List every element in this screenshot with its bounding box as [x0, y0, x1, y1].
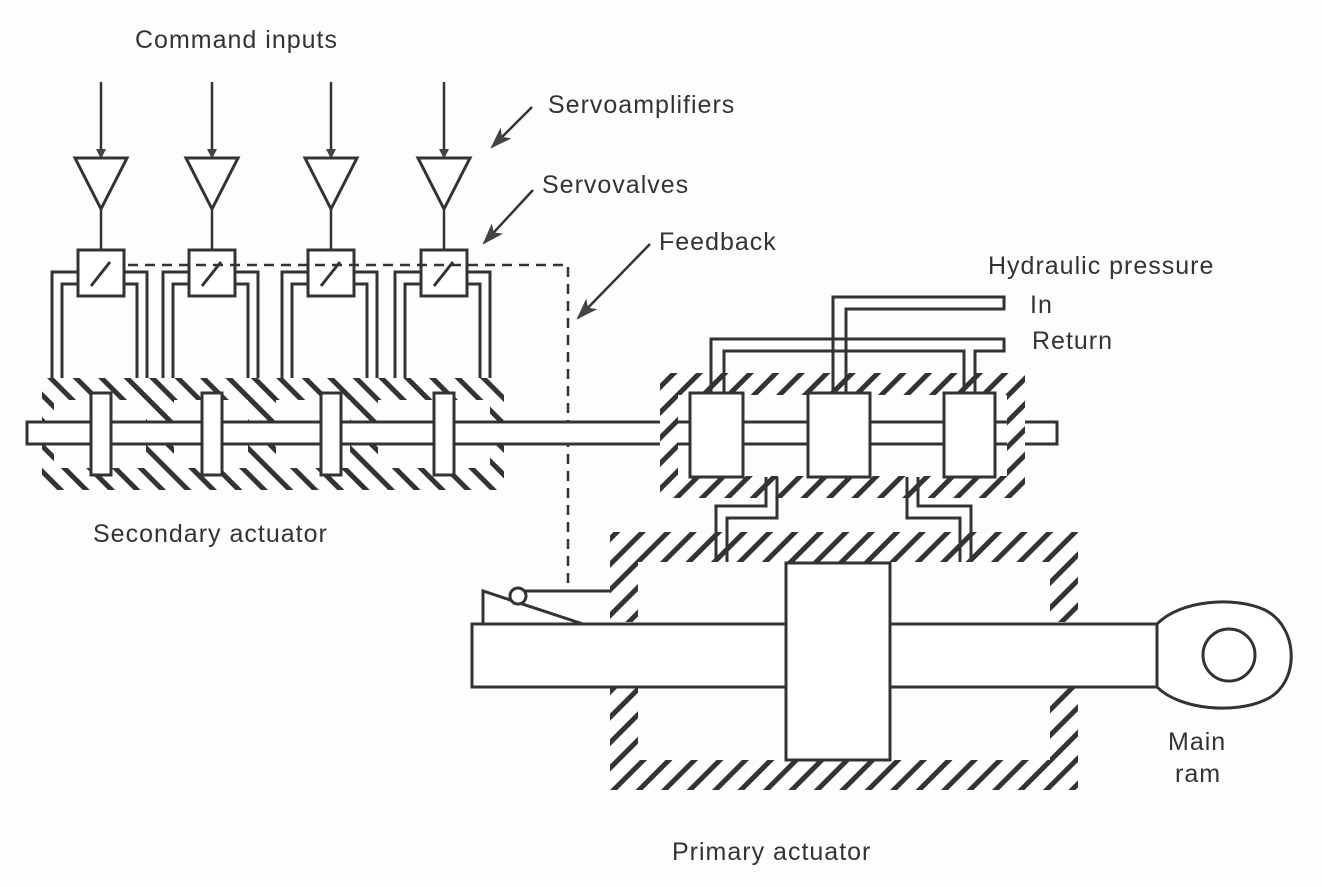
pressure-in-label: In	[1030, 291, 1053, 319]
feedback-cam-linkage	[481, 586, 610, 626]
servovalve-line-left-1	[50, 270, 78, 384]
main-ram-label-line2: ram	[1175, 760, 1221, 788]
secondary-piston-1	[89, 391, 113, 477]
control-valve-spool-1	[688, 391, 745, 479]
primary-actuator-label: Primary actuator	[672, 838, 871, 866]
servovalve-line-right-1	[123, 270, 149, 384]
feedback-dashed-line	[128, 263, 570, 588]
servoamplifier-2	[183, 156, 241, 213]
servovalve-symbol-1	[89, 261, 112, 287]
secondary-piston-4	[432, 391, 456, 477]
servoamplifier-1	[72, 156, 130, 213]
hydraulic-return-line	[709, 337, 1006, 393]
main-ram-eye-hole	[1201, 627, 1257, 683]
secondary-actuator-label: Secondary actuator	[93, 520, 328, 548]
servovalve-line-right-4	[466, 270, 492, 384]
control-valve-spool-2	[806, 391, 872, 479]
primary-piston	[784, 561, 892, 762]
secondary-piston-2	[200, 391, 224, 477]
servoamplifier-3	[302, 156, 360, 213]
servovalve-line-left-3	[280, 270, 308, 384]
feedback-label: Feedback	[659, 228, 777, 256]
servoamplifiers-label: Servoamplifiers	[548, 91, 735, 119]
hydraulic-pressure-label: Hydraulic pressure	[988, 252, 1214, 280]
servovalve-symbol-4	[432, 261, 455, 287]
secondary-piston-3	[319, 391, 343, 477]
main-ram-label-line1: Main	[1168, 728, 1226, 756]
command-inputs-label: Command inputs	[135, 26, 338, 54]
servovalves-pointer-arrow	[482, 189, 534, 245]
servovalves-label: Servovalves	[542, 171, 689, 199]
pressure-return-label: Return	[1032, 327, 1113, 355]
secondary-actuator-housing	[42, 378, 504, 490]
servovalve-line-right-2	[234, 270, 260, 384]
actuator-shaft	[25, 420, 1059, 446]
feedback-pointer-arrow	[576, 243, 651, 320]
hydraulic-in-line	[831, 295, 1006, 393]
primary-actuator-housing	[610, 532, 1078, 790]
servoamplifiers-pointer-arrow	[490, 106, 533, 149]
servoamplifier-4	[415, 156, 473, 213]
servovalve-line-left-4	[393, 270, 421, 384]
servovalve-line-left-2	[161, 270, 189, 384]
servovalve-line-right-3	[353, 270, 379, 384]
control-valve-housing	[660, 373, 1025, 498]
control-valve-spool-3	[942, 391, 997, 479]
